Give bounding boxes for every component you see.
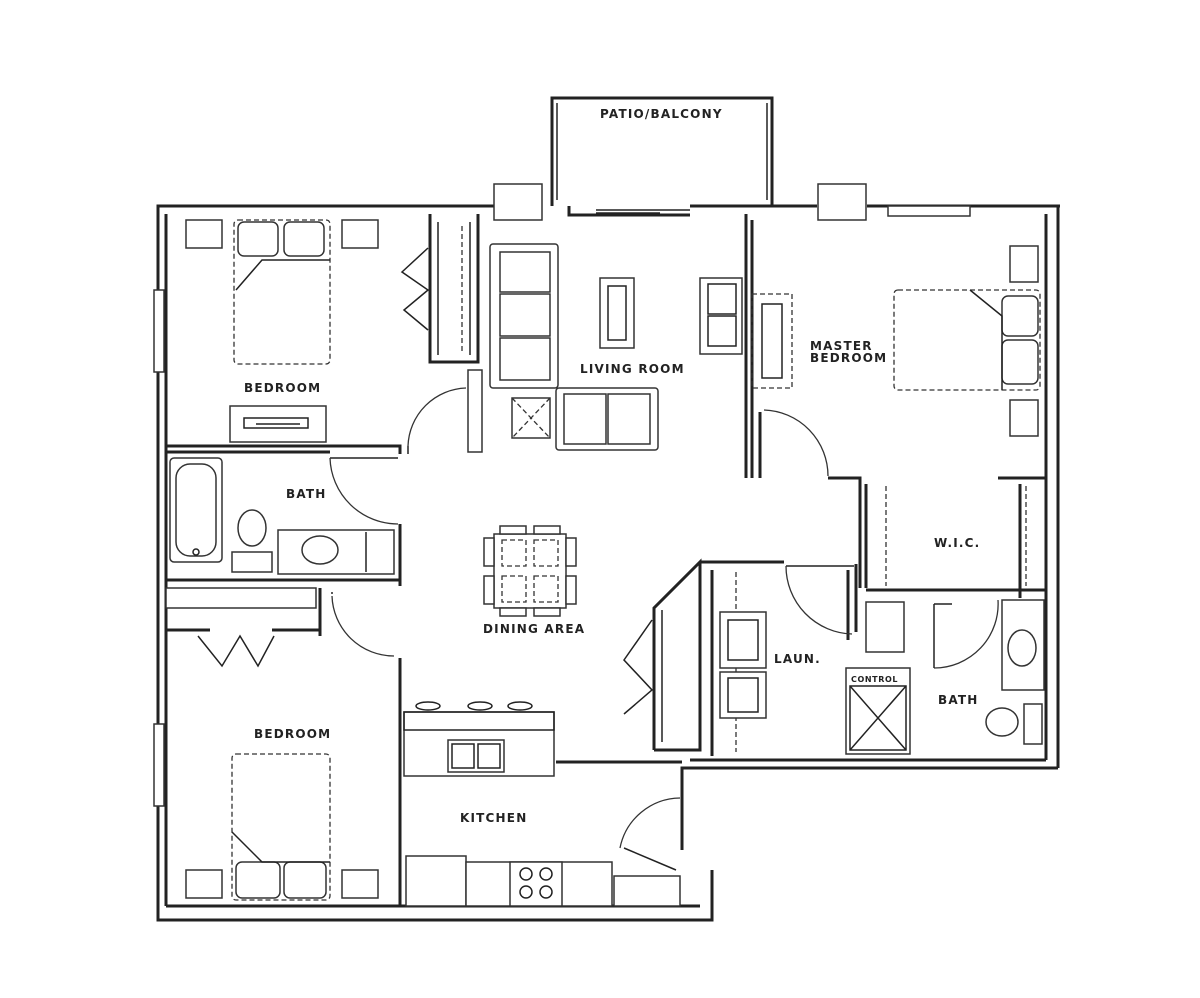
label-patio: PATIO/BALCONY [600, 107, 723, 121]
label-living-room: LIVING ROOM [580, 362, 685, 376]
laundry-fixtures [719, 572, 767, 752]
wall-columns [493, 183, 971, 221]
bath-right-fixtures [845, 599, 1045, 755]
label-master-bedroom-1: MASTER [810, 339, 873, 353]
bedroom-bottom-furniture [185, 753, 379, 901]
label-master-bedroom-2: BEDROOM [810, 351, 887, 365]
bath-left-fixtures [169, 457, 395, 575]
label-dining-area: DINING AREA [483, 622, 585, 636]
interior-walls [165, 214, 1046, 906]
patio-balcony [550, 96, 774, 214]
doors [197, 247, 999, 871]
windows [153, 289, 165, 807]
bedroom-top-furniture [185, 219, 379, 443]
label-bath-right: BATH [938, 693, 979, 707]
kitchen-fixtures [403, 701, 681, 907]
label-bedroom-bottom: BEDROOM [254, 727, 331, 741]
label-bedroom-top: BEDROOM [244, 381, 321, 395]
room-labels: PATIO/BALCONY LIVING ROOM MASTER BEDROOM… [244, 107, 980, 825]
label-bath-left: BATH [286, 487, 327, 501]
label-wic: W.I.C. [934, 536, 980, 550]
dining-table [483, 525, 577, 617]
label-kitchen: KITCHEN [460, 811, 527, 825]
master-bedroom-furniture [751, 245, 1041, 437]
living-room-furniture [489, 243, 743, 451]
label-laundry: LAUN. [774, 652, 821, 666]
label-control: CONTROL [851, 675, 898, 684]
